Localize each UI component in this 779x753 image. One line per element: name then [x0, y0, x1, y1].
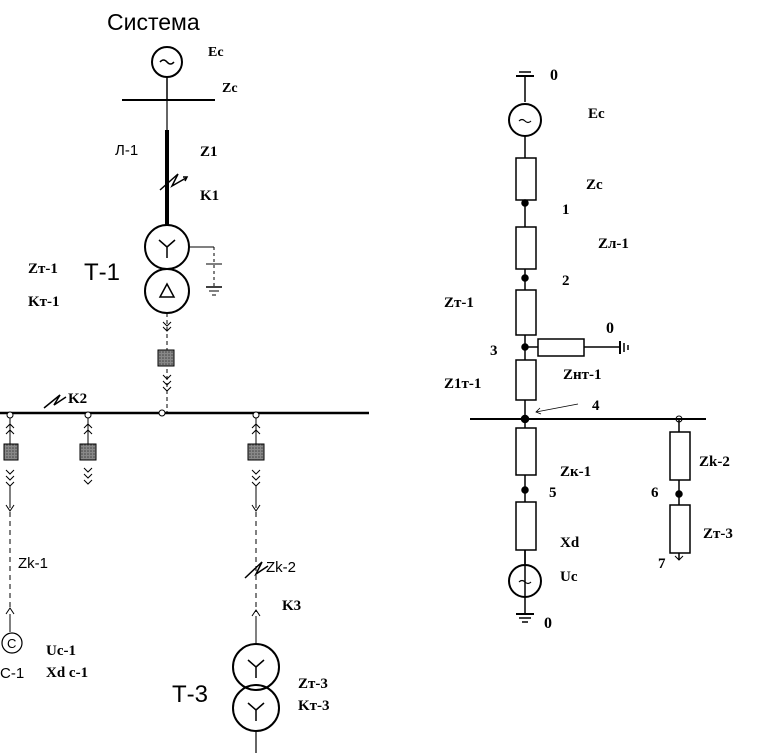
- feeder-zk1: [3, 418, 19, 632]
- label-zc-right: Zc: [586, 177, 603, 193]
- resistor-znt1: [537, 338, 585, 357]
- label-node-7: 7: [658, 556, 666, 572]
- equivalent-circuit-labels: 0 Ec Zc 1 Zл-1 2 Zт-1 0 3 Zнт-1 Z1т-1 4 …: [444, 67, 733, 632]
- t1-breaker: [157, 349, 175, 367]
- label-t3: Т-3: [172, 681, 208, 708]
- generator-c1: [1, 632, 23, 654]
- fault-k3-icon: [244, 561, 269, 579]
- label-zl1: Zл-1: [598, 236, 629, 252]
- label-ec-right: Ec: [588, 106, 605, 122]
- label-kt1: Kт-1: [28, 294, 60, 310]
- resistor-zt3: [669, 504, 691, 554]
- label-xdc1: Xd c-1: [46, 665, 88, 681]
- label-generator-c: С: [7, 636, 16, 651]
- label-node-2: 2: [562, 273, 570, 289]
- label-k1: K1: [200, 188, 219, 204]
- label-top-zero: 0: [550, 67, 558, 84]
- label-node-6: 6: [651, 485, 659, 501]
- transformer-t1: [144, 224, 222, 314]
- label-line-l1: Л-1: [115, 142, 138, 159]
- label-node-5: 5: [549, 485, 557, 501]
- bus-nodes: [6, 409, 260, 419]
- fault-k2-icon: [43, 394, 67, 409]
- feeder-zk2: [247, 418, 265, 644]
- source-ec: [508, 103, 542, 158]
- label-zk1: Zk-1: [18, 555, 48, 572]
- resistor-xd: [515, 501, 537, 551]
- label-z1t1: Z1т-1: [444, 376, 481, 392]
- label-uc1: Uc-1: [46, 643, 76, 659]
- resistor-z1t1: [515, 359, 537, 401]
- label-xd: Xd: [560, 535, 580, 551]
- label-k3: K3: [282, 598, 301, 614]
- transformer-t3: [232, 643, 280, 753]
- source-uc: [508, 550, 542, 614]
- label-zk2-right: Zk-2: [699, 454, 730, 470]
- system-source-generator: [151, 46, 183, 100]
- label-mid-zero: 0: [606, 320, 614, 337]
- label-zk2: Zk-2: [266, 559, 296, 576]
- single-line-diagram: [0, 46, 369, 753]
- fault-k1-icon: [159, 173, 189, 191]
- ground-bottom: [516, 613, 534, 623]
- t1-chevrons-bottom: [162, 374, 172, 392]
- single-line-labels: Система Ec Zc Л-1 Z1 K1 Zт-1 Т-1 Kт-1 K2…: [0, 9, 330, 714]
- label-c1: С-1: [0, 665, 24, 682]
- label-zt3: Zт-3: [298, 676, 328, 692]
- t1-chevrons-top: [162, 321, 172, 332]
- equivalent-circuit: [470, 71, 706, 623]
- label-bottom-zero: 0: [544, 615, 552, 632]
- label-uc: Uc: [560, 569, 578, 585]
- label-znt1: Zнт-1: [563, 367, 602, 383]
- resistor-zk1: [515, 427, 537, 476]
- ground-mid: [619, 341, 629, 354]
- label-kt3: Kт-3: [298, 698, 330, 714]
- label-ec: Ec: [208, 45, 224, 60]
- ground-top: [516, 71, 534, 102]
- label-zk1-right: Zк-1: [560, 464, 591, 480]
- label-zt1: Zт-1: [28, 261, 58, 277]
- resistor-zt1: [515, 289, 537, 336]
- label-zt1-right: Zт-1: [444, 295, 474, 311]
- resistor-zl1: [515, 226, 537, 270]
- label-z1: Z1: [200, 144, 218, 160]
- label-node-1: 1: [562, 202, 570, 218]
- resistor-zk2: [669, 431, 691, 481]
- label-zt3-right: Zт-3: [703, 526, 733, 542]
- system-title: Система: [107, 9, 200, 35]
- label-k2: K2: [68, 391, 87, 407]
- label-node-3: 3: [490, 343, 498, 359]
- label-t1: Т-1: [84, 259, 120, 286]
- node4-arrow: [535, 403, 579, 415]
- feeder-2-stub: [79, 418, 97, 485]
- label-node-4: 4: [592, 398, 600, 414]
- label-zc: Zc: [222, 81, 238, 96]
- resistor-zc: [515, 157, 537, 201]
